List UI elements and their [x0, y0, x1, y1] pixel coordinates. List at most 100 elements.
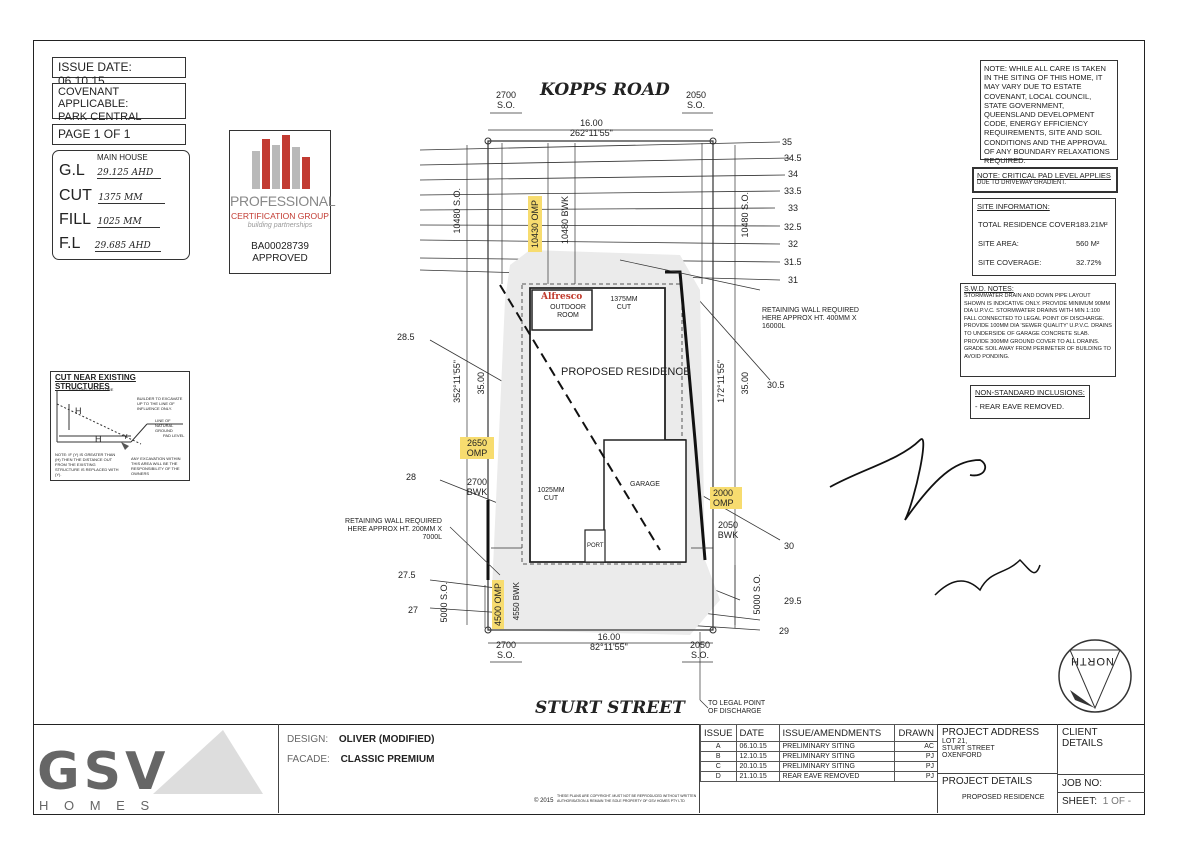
cut-detail-h1: H — [75, 406, 82, 416]
bottom-boundary-dim: 16.00 82°11'55" — [590, 632, 628, 652]
stamp-buildings-logo — [252, 135, 310, 189]
top-left-setback-so: S.O. — [497, 100, 516, 110]
cut-1025-label: 1025MM CUT — [537, 487, 565, 502]
outdoor-room-label: OUTDOOR ROOM — [550, 304, 586, 319]
site-row-area: SITE AREA: 560 M² — [978, 239, 1112, 248]
address-line-2: STURT STREET — [942, 745, 995, 752]
issue-desc-cell: PRELIMINARY SITING — [778, 761, 896, 772]
facade-label: FACADE: — [287, 754, 330, 765]
site-row-cover: TOTAL RESIDENCE COVER: 183.21M² — [978, 220, 1112, 229]
cut-row: CUT 1375 MM — [59, 187, 165, 205]
issue-header: ISSUE — [700, 724, 737, 742]
bottom-right-setback-value: 2050 — [690, 640, 711, 650]
issue-cell: B — [700, 751, 737, 762]
bottom-right-setback: 2050 S.O. — [690, 640, 710, 660]
gsv-logo-sub: H O M E S — [39, 798, 156, 813]
top-left-setback-value: 2700 — [496, 90, 517, 100]
issue-row: B 12.10.15 PRELIMINARY SITING PJ — [700, 751, 938, 762]
page-box: PAGE 1 OF 1 — [52, 124, 186, 145]
cut-1375-label: 1375MM CUT — [610, 296, 638, 311]
alfresco-label: Alfresco — [541, 292, 583, 302]
contour-label-29: 29 — [779, 626, 790, 636]
fill-label: FILL — [59, 211, 92, 228]
cut-value: 1375 MM — [98, 193, 165, 204]
project-divider — [938, 773, 1058, 774]
project-address-label: PROJECT ADDRESS — [942, 727, 1040, 738]
client-panel: CLIENT DETAILS JOB NO: SHEET: 1 OF - — [1057, 724, 1145, 813]
cut-label: CUT — [59, 187, 92, 204]
site-cover-label: TOTAL RESIDENCE COVER: — [978, 220, 1078, 229]
right-boundary-dim: 172°11'55" — [716, 360, 726, 403]
omp-4500: 4500 OMP — [492, 580, 504, 630]
site-row-coverage: SITE COVERAGE: 32.72% — [978, 258, 1112, 267]
bwk-4550: 4550 BWK — [512, 582, 521, 621]
nonstd-title: NON-STANDARD INCLUSIONS: — [975, 388, 1085, 397]
critical-sub: DUE TO DRIVEWAY GRADIENT. — [977, 180, 1067, 186]
facade-value: CLASSIC PREMIUM — [340, 754, 435, 765]
certification-stamp: PROFESSIONAL CERTIFICATION GROUP buildin… — [229, 130, 336, 274]
contour-label-29-5: 29.5 — [784, 596, 802, 606]
project-details-value: PROPOSED RESIDENCE — [962, 794, 1045, 801]
swd-title: S.W.D. NOTES: — [964, 286, 1014, 293]
amend-header: ISSUE/AMENDMENTS — [778, 724, 896, 742]
stamp-tagline: building partnerships — [247, 222, 313, 229]
covenant-line1: COVENANT APPLICABLE: — [58, 86, 129, 110]
fill-value: 1025 MM — [97, 217, 160, 228]
cut-detail-any: ANY EXCAVATION WITHIN THIS AREA WILL BE … — [131, 456, 181, 476]
bottom-left-setback-value: 2700 — [496, 640, 517, 650]
issue-table-wrap: ISSUE DATE ISSUE/AMENDMENTS DRAWN A 06.1… — [699, 724, 938, 813]
so-10480-left: 10480 S.O. — [452, 188, 462, 234]
site-area-value: 560 M² — [1076, 239, 1100, 248]
covenant-box: COVENANT APPLICABLE: PARK CENTRAL — [52, 83, 186, 123]
bottom-right-setback-so: S.O. — [691, 650, 710, 660]
bottom-left-setback: 2700 S.O. — [496, 640, 516, 660]
porch-outline — [584, 529, 606, 563]
road-bottom-label: STURT STREET — [535, 698, 685, 718]
garage-label: GARAGE — [630, 481, 660, 488]
drawing-border — [33, 40, 1145, 815]
garage-outline — [603, 439, 687, 563]
fl-row: F.L 29.685 AHD — [59, 235, 161, 253]
project-panel: PROJECT ADDRESS LOT 21, STURT STREET OXE… — [937, 724, 1058, 813]
contour-label-31: 31 — [788, 275, 799, 285]
contour-label-34-5: 34.5 — [784, 153, 802, 163]
job-divider — [1058, 774, 1145, 775]
bwk-2050: 2050 BWK — [717, 520, 739, 540]
gl-row: G.L 29.125 AHD — [59, 162, 162, 180]
general-note-text: NOTE: WHILE ALL CARE IS TAKEN IN THE SIT… — [984, 64, 1110, 166]
fill-row: FILL 1025 MM — [59, 211, 160, 229]
cut-detail-natural: LINE OF NATURAL GROUND — [155, 418, 174, 433]
cut-detail-pad: PAD LEVEL — [163, 433, 185, 438]
top-right-setback-value: 2050 — [686, 90, 707, 100]
issue-date-cell: 20.10.15 — [735, 761, 780, 772]
signature-1 — [829, 438, 987, 521]
omp-2650: 2650 OMP — [460, 437, 494, 459]
contour-label-32: 32 — [788, 239, 799, 249]
so-5000-right: 5000 S.O. — [752, 574, 762, 615]
retaining-wall-right — [665, 270, 707, 561]
top-length: 16.00 — [580, 118, 603, 128]
contour-label-30: 30 — [784, 541, 795, 551]
issue-row: C 20.10.15 PRELIMINARY SITING PJ — [700, 761, 938, 772]
design-row: DESIGN: OLIVER (MODIFIED) — [287, 734, 434, 745]
facade-row: FACADE: CLASSIC PREMIUM — [287, 754, 434, 765]
site-coverage-value: 32.72% — [1076, 258, 1102, 267]
retain-right-note: RETAINING WALL REQUIRED HERE APPROX HT. … — [762, 307, 859, 330]
contour-label-33: 33 — [788, 203, 799, 213]
bottom-left-setback-so: S.O. — [497, 650, 516, 660]
top-right-setback-so: S.O. — [687, 100, 706, 110]
cut-detail-box: CUT NEAR EXISTING STRUCTURES EXISTING ST… — [50, 371, 190, 481]
site-cover-value: 183.21M² — [1076, 220, 1108, 229]
contour-label-28: 28 — [406, 472, 417, 482]
omp-10430: 10430 OMP — [528, 196, 542, 253]
cut-detail-existing: EXISTING STRUCTURE — [69, 387, 114, 392]
design-label: DESIGN: — [287, 734, 329, 745]
nonstd-item: - REAR EAVE REMOVED. — [975, 402, 1065, 411]
sheet-label: SHEET: — [1062, 796, 1098, 807]
north-label: NORTH — [1070, 655, 1114, 667]
residence-label: PROPOSED RESIDENCE — [561, 366, 691, 378]
legal-point-note: TO LEGAL POINT OF DISCHARGE — [708, 700, 766, 715]
logo-panel: GSV H O M E S — [33, 724, 279, 813]
top-left-setback: 2700 S.O. — [496, 90, 516, 110]
